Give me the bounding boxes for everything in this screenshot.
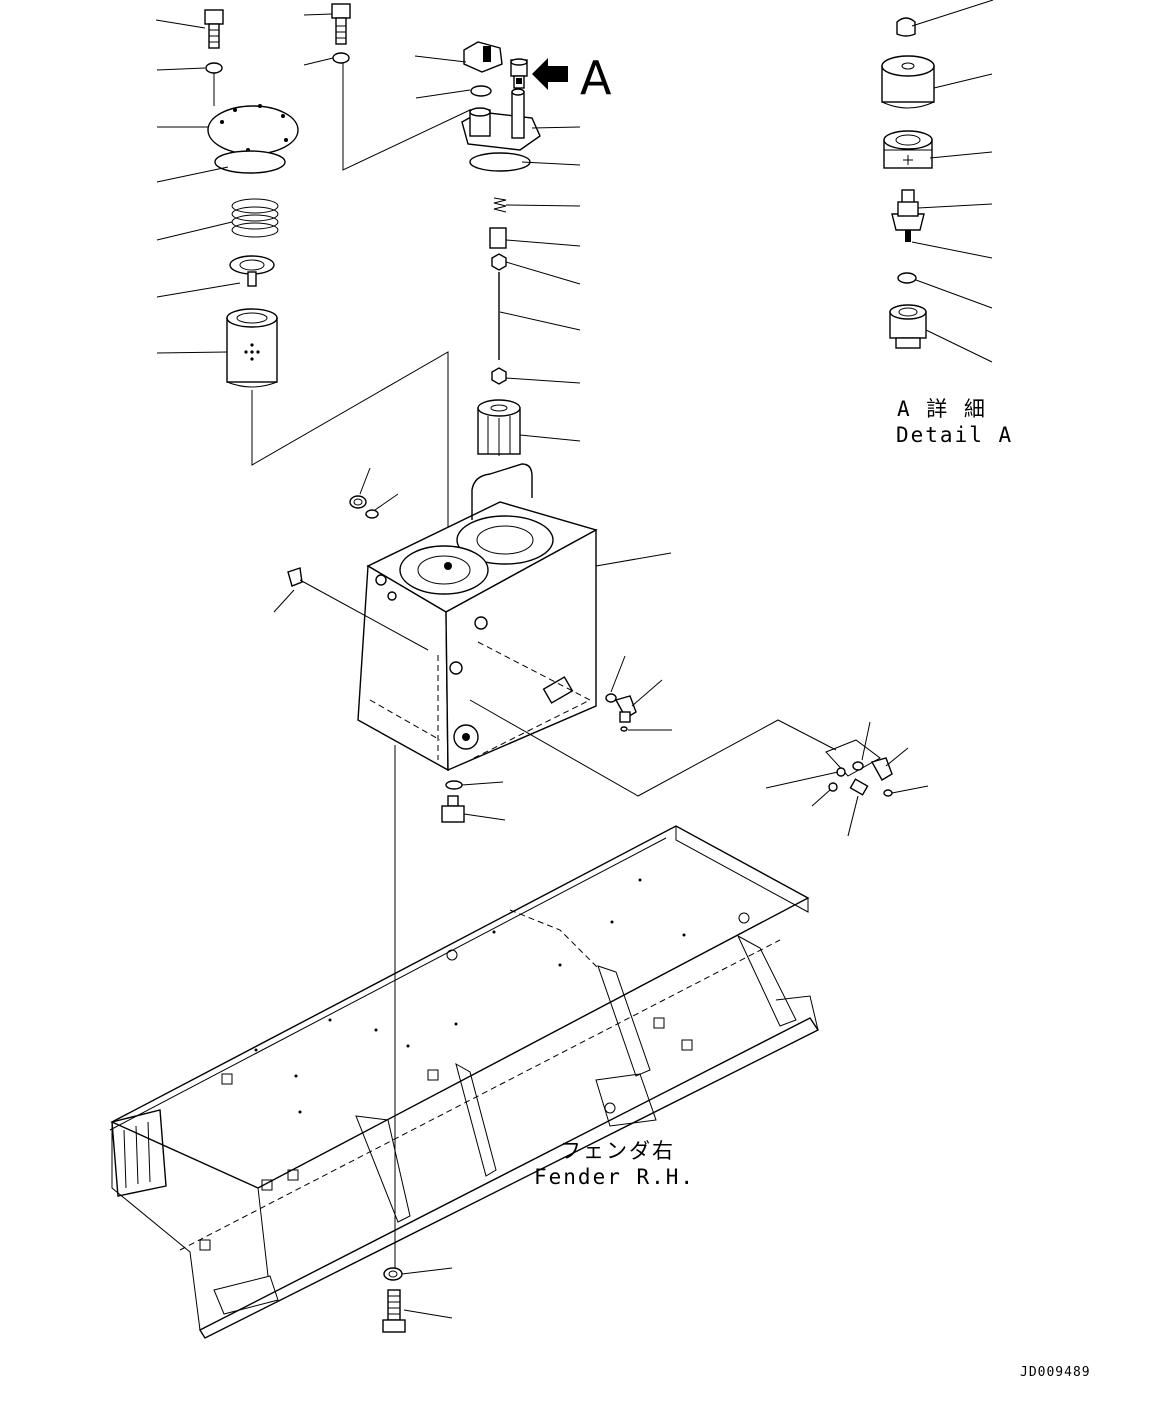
filler-flange (456, 515, 554, 565)
elbow-fitting (614, 695, 637, 723)
washer-1 (205, 62, 223, 74)
filter-flange (399, 545, 489, 595)
cover-gasket (214, 150, 286, 174)
filter-element (226, 308, 278, 388)
filler-neck (461, 88, 541, 151)
plug-1 (349, 495, 367, 509)
fender-label-en: Fender R.H. (534, 1165, 695, 1189)
drain-gasket (445, 780, 463, 790)
neck-gasket (469, 152, 531, 172)
left-leaders (155, 19, 241, 354)
plug-2 (287, 567, 303, 587)
tank-fittings (273, 467, 837, 823)
center-leaders (251, 55, 581, 560)
detail-filter (883, 130, 933, 169)
strainer (477, 399, 521, 456)
bolt-1 (204, 9, 224, 49)
fender-frame (109, 825, 820, 1339)
tank-port-2 (449, 661, 463, 675)
nut-2 (491, 367, 507, 385)
detail-leaders (911, 0, 994, 363)
cluster-nipple (849, 778, 869, 796)
detail-body (881, 55, 935, 109)
rib-2 (455, 1062, 497, 1177)
detail-a-parts: A 詳 細 Detail A (881, 0, 1013, 447)
drawing-reference: JD009489 (1020, 1365, 1091, 1380)
filler-column: A (251, 41, 612, 560)
fender-top-edge (110, 825, 810, 1189)
tank-port-1 (474, 616, 488, 630)
nut-1 (491, 253, 507, 271)
tank-side (445, 528, 597, 772)
fender-bottom-edge (199, 1017, 820, 1339)
filter-cover (207, 104, 299, 155)
detail-title-jp: A 詳 細 (897, 397, 987, 421)
bypass-valve (229, 255, 275, 287)
cap-bolt-group (303, 3, 471, 171)
hydraulic-tank (357, 463, 598, 772)
fender-label-jp: フェンダ右 (560, 1139, 675, 1163)
small-spring (493, 197, 507, 213)
filler-cap (463, 41, 503, 73)
rib-4 (736, 934, 797, 1027)
left-filter-stack (155, 9, 299, 388)
rib-1 (355, 1115, 411, 1223)
callout-letter: A (580, 51, 612, 105)
tank-handle (471, 463, 533, 520)
fender-end-plate (111, 1109, 167, 1197)
o-ring-1 (470, 85, 492, 97)
sight-gauge (542, 676, 574, 704)
detail-valve (891, 189, 925, 242)
float-nut (489, 227, 507, 249)
detail-o-ring (897, 272, 917, 284)
o-ring-3 (605, 693, 617, 703)
detail-base (889, 304, 927, 349)
mount-washer (383, 1267, 403, 1281)
rib-3 (597, 965, 651, 1077)
drain-plug (441, 795, 465, 823)
spring (231, 198, 279, 238)
hose-fitting-cluster (765, 721, 929, 837)
mount-bolt (382, 1289, 406, 1333)
detail-cap-top (896, 17, 916, 37)
detail-title-en: Detail A (896, 423, 1013, 447)
o-ring-2 (365, 509, 379, 519)
detail-arrow (532, 58, 568, 90)
cluster-elbow (870, 757, 893, 781)
breather (510, 58, 528, 89)
